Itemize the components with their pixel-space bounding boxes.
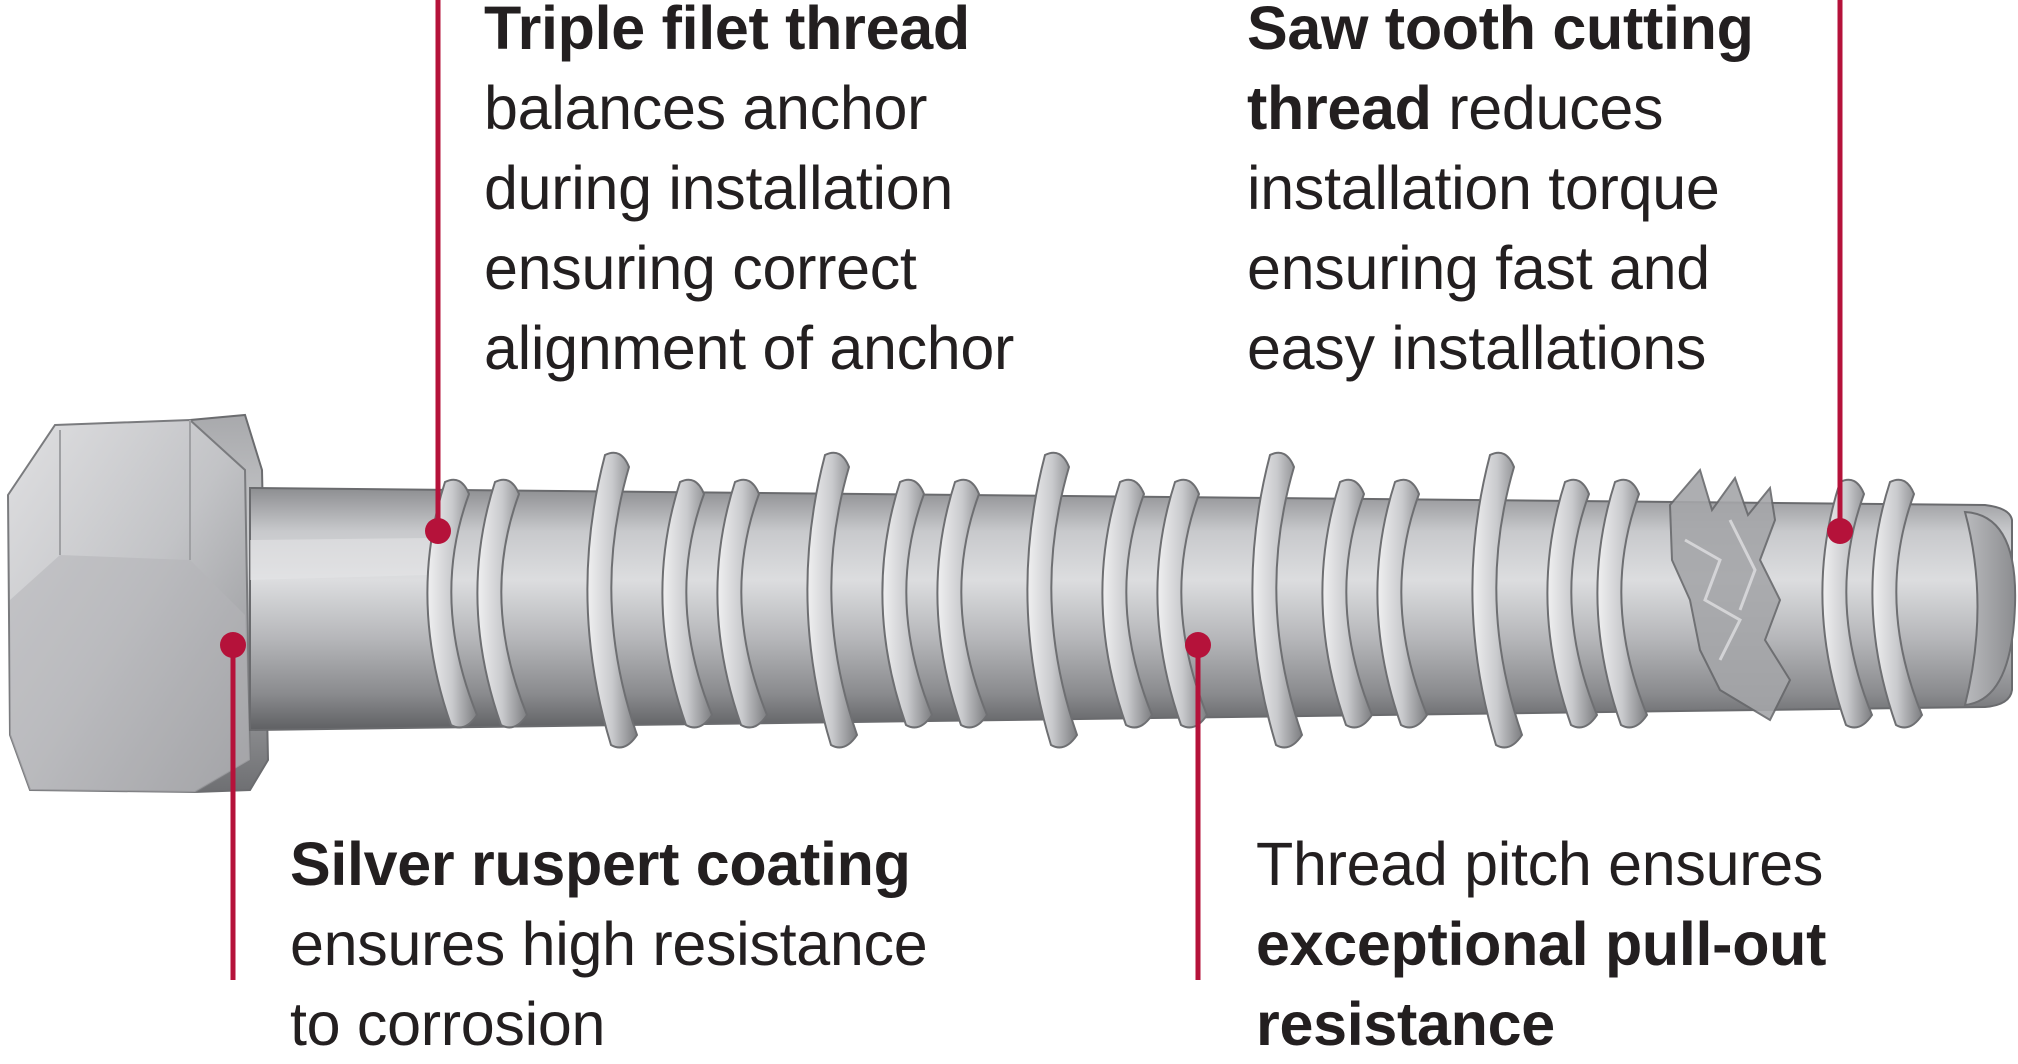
thread-flight-major [806, 451, 859, 749]
callout-heading-text: thread [1247, 74, 1432, 142]
callout-line: thread reduces [1247, 68, 1754, 148]
thread-flight-minor [936, 478, 989, 729]
thread-flights [426, 451, 1924, 749]
callout-body-text: ensures high resistance [290, 910, 928, 978]
callout-line: balances anchor [484, 68, 1014, 148]
thread-flight-minor [1376, 478, 1429, 729]
leader-lines [220, 0, 1853, 980]
thread-flight-minor [1101, 478, 1154, 729]
callout-line: easy installations [1247, 308, 1754, 388]
callout-line: exceptional pull-out [1256, 904, 1826, 984]
thread-flight-minor [476, 478, 529, 729]
callout-body-text: ensuring correct [484, 234, 917, 302]
thread-flight-minor [1156, 478, 1209, 729]
tip-end [1963, 510, 2017, 707]
callout-line: ensures high resistance [290, 904, 928, 984]
callout-body-text: Thread pitch ensures [1256, 830, 1824, 898]
callout-line: Triple filet thread [484, 0, 1014, 68]
hex-head-edge [59, 420, 191, 560]
thread-flight-minor [661, 478, 714, 729]
saw-tooth-detail [1684, 519, 1757, 661]
callout-body-text: ensuring fast and [1247, 234, 1710, 302]
thread-flight-major [1026, 451, 1079, 749]
callout-body-text: installation torque [1247, 154, 1720, 222]
callout-line: Silver ruspert coating [290, 824, 927, 904]
leader-dot-triple-filet [425, 518, 451, 544]
callout-body-text: reduces [1431, 74, 1664, 142]
callout-heading-text: resistance [1256, 990, 1555, 1058]
callout-body-text: during installation [484, 154, 954, 222]
thread-flight-minor [716, 478, 769, 729]
callout-thread-pitch: Thread pitch ensures exceptional pull-out… [1256, 824, 1826, 1064]
callout-body-text: balances anchor [484, 74, 928, 142]
callout-silver-ruspert-coating: Silver ruspert coating ensures high resis… [290, 824, 928, 1064]
callout-line: alignment of anchor [484, 308, 1014, 388]
thread-flight-minor [1546, 478, 1599, 729]
callout-heading-text: exceptional pull-out [1256, 910, 1827, 978]
thread-flight-major [586, 451, 639, 749]
leader-dot-silver-coating [220, 632, 246, 658]
thread-flight-minor [1596, 478, 1649, 729]
callout-line: during installation [484, 148, 1014, 228]
thread-flight-minor [1871, 478, 1924, 729]
shaft-plain-highlight [250, 538, 430, 580]
callout-heading-text: Silver ruspert coating [290, 830, 911, 898]
callout-body-text: easy installations [1247, 314, 1707, 382]
thread-flight-major [1471, 451, 1524, 749]
callout-line: installation torque [1247, 148, 1754, 228]
hex-head-facet [10, 555, 250, 792]
callout-line: ensuring fast and [1247, 228, 1754, 308]
callout-body-text: to corrosion [290, 990, 606, 1058]
thread-flight-minor [881, 478, 934, 729]
thread-flight-minor [1321, 478, 1374, 729]
leader-dot-saw-tooth [1827, 518, 1853, 544]
callout-line: to corrosion [290, 984, 927, 1064]
callout-heading-text: Saw tooth cutting [1247, 0, 1754, 62]
saw-tooth-region [1668, 467, 1792, 722]
leader-dot-thread-pitch [1185, 632, 1211, 658]
callout-line: ensuring correct [484, 228, 1014, 308]
hex-head [6, 413, 270, 794]
callout-line: Saw tooth cutting [1247, 0, 1754, 68]
callout-body-text: alignment of anchor [484, 314, 1015, 382]
callout-line: resistance [1256, 984, 1826, 1064]
callout-heading-text: Triple filet thread [484, 0, 970, 62]
saw-tooth-cuts [1668, 467, 1792, 722]
callout-triple-filet-thread: Triple filet thread balances anchor during… [484, 0, 1014, 388]
thread-flight-major [1251, 451, 1304, 749]
callout-line: Thread pitch ensures [1256, 824, 1826, 904]
